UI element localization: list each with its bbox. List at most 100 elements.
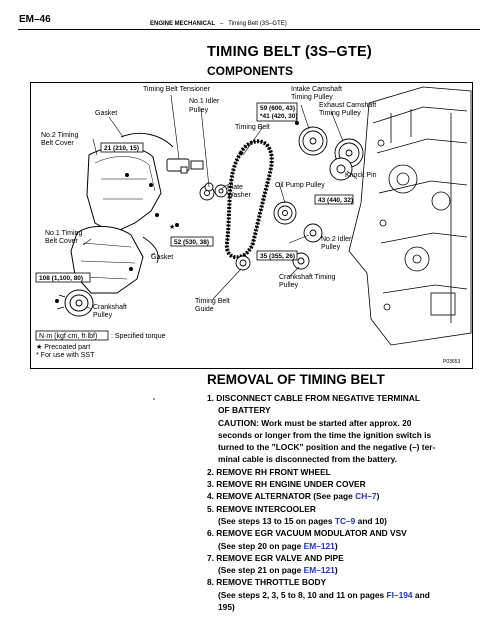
step-8-ref-text: (See steps 2, 3, 5 to 8, 10 and 11 on pa…	[218, 589, 387, 600]
components-figure: Timing Belt Tensioner Gasket No.1 Idler …	[30, 82, 473, 369]
step-5-ref-end: and 10)	[355, 515, 387, 526]
timing-belt-guide	[235, 255, 251, 271]
label-no2-cover-line1: No.2 Timing	[41, 132, 78, 139]
label-no2-cover-line2: Belt Cover	[41, 140, 74, 147]
link-tc-9[interactable]: TC–9	[334, 515, 356, 526]
legend-specified-torque: : Specified torque	[111, 333, 166, 340]
label-crank-timing-line2: Pulley	[279, 282, 299, 289]
label-plate-washer-line1: Plate	[227, 184, 243, 191]
torque-box-crankshaft: 108 (1,100, 80)	[35, 272, 91, 283]
caution-line-2: seconds or longer from the time the igni…	[218, 429, 432, 440]
step-8: 8. REMOVE THROTTLE BODY	[207, 577, 327, 588]
label-plate-washer-line2: Washer	[227, 192, 252, 199]
step-2: 2. REMOVE RH FRONT WHEEL	[207, 466, 331, 477]
step-7-ref-end: )	[334, 565, 338, 576]
caution-line-3: turned to the ”LOCK” position and the ne…	[218, 442, 436, 453]
step-1: 1. DISCONNECT CABLE FROM NEGATIVE TERMIN…	[207, 393, 420, 403]
step-8-ref-cont: 195)	[218, 602, 235, 613]
components-heading: COMPONENTS	[207, 64, 294, 78]
legend-precoated: ★ Precoated part	[36, 343, 90, 351]
label-no2-idler-line1: No.2 Idler	[321, 236, 352, 243]
figure-code: P03653	[443, 359, 460, 365]
step-6-ref: (See step 20 on page EM–121)	[207, 540, 482, 552]
label-no1-cover-line2: Belt Cover	[45, 238, 78, 245]
step-7-ref: (See step 21 on page EM–121)	[207, 564, 482, 576]
page-number: EM–46	[19, 14, 51, 25]
section-name: ENGINE MECHANICAL	[150, 21, 216, 27]
scan-speck	[153, 398, 155, 400]
label-no2-idler-line2: Pulley	[321, 244, 341, 251]
intake-camshaft-pulley	[298, 126, 328, 156]
label-no1-idler-line2: Pulley	[189, 107, 209, 114]
step-7-ref-text: (See step 21 on page	[218, 565, 304, 576]
torque-box-camshaft: 59 (600, 43) *41 (420, 30)	[256, 102, 298, 122]
label-timing-belt-tensioner: Timing Belt Tensioner	[143, 86, 211, 93]
exploded-view-drawing: Timing Belt Tensioner Gasket No.1 Idler …	[35, 86, 472, 365]
label-timing-belt: Timing Belt	[235, 124, 270, 131]
torque-box-no1-idler: 52 (530, 38)	[170, 236, 214, 247]
link-em-121-a[interactable]: EM–121	[303, 540, 335, 551]
step-5-ref-text: (See steps 13 to 15 on pages	[218, 515, 335, 526]
engine-block	[348, 86, 472, 346]
leader-lines	[82, 94, 358, 310]
step-1-cont: OF BATTERY	[218, 405, 271, 416]
step-4-text: 4. REMOVE ALTERNATOR (See page	[207, 491, 356, 502]
torque-camshaft-a: 59 (600, 43)	[260, 105, 295, 112]
step-7: 7. REMOVE EGR VALVE AND PIPE	[207, 552, 344, 563]
torque-oil-pump: 43 (440, 32)	[318, 197, 353, 204]
label-intake-cam-line1: Intake Camshaft	[291, 86, 342, 93]
step-5-ref: (See steps 13 to 15 on pages TC–9 and 10…	[207, 515, 482, 527]
link-fi-194[interactable]: FI–194	[386, 589, 413, 600]
torque-no1-idler: 52 (530, 38)	[174, 239, 209, 246]
label-guide-line1: Timing Belt	[195, 298, 230, 305]
caution-line-4: minal cable is disconnected from the bat…	[218, 454, 398, 465]
no2-timing-belt-cover	[86, 146, 162, 234]
precoated-star-mark: ★	[169, 223, 175, 231]
oil-pump-pulley	[273, 201, 297, 225]
label-exhaust-cam-line1: Exhaust Camshaft	[319, 102, 376, 109]
legend-torque-units: N·m (kgf·cm, ft·lbf)	[39, 333, 97, 340]
cam-pulley-2	[329, 157, 353, 181]
label-oil-pump-pulley: Oil Pump Pulley	[275, 182, 325, 189]
label-intake-cam-line2: Timing Pulley	[291, 94, 333, 101]
figure-legend: N·m (kgf·cm, ft·lbf) : Specified torque …	[35, 330, 166, 359]
step-8-ref: (See steps 2, 3, 5 to 8, 10 and 11 on pa…	[207, 589, 482, 601]
torque-no2-idler: 35 (355, 26)	[260, 253, 295, 260]
no2-idler-pulley	[303, 223, 323, 243]
running-header: ENGINE MECHANICAL – Timing Belt (3S–GTE)	[150, 21, 287, 27]
label-gasket-top: Gasket	[95, 110, 117, 117]
step-6: 6. REMOVE EGR VACUUM MODULATOR AND VSV	[207, 528, 407, 539]
no1-idler-pulley	[199, 184, 228, 201]
label-guide-line2: Guide	[195, 306, 214, 313]
link-em-121-b[interactable]: EM–121	[303, 565, 335, 576]
gasket-top	[120, 133, 174, 148]
label-gasket-bottom: Gasket	[151, 254, 173, 261]
torque-camshaft-b: *41 (420, 30)	[260, 113, 298, 120]
label-no1-cover-line1: No.1 Timing	[45, 230, 82, 237]
label-exhaust-cam-line2: Timing Pulley	[319, 110, 361, 117]
label-no1-idler-line1: No.1 Idler	[189, 98, 220, 105]
timing-belt-tensioner	[166, 158, 204, 174]
caution-line-1: CAUTION: Work must be started after appr…	[218, 417, 412, 428]
timing-belt	[224, 139, 274, 260]
step-3: 3. REMOVE RH ENGINE UNDER COVER	[207, 479, 366, 490]
torque-cover: 21 (210, 15)	[104, 145, 139, 152]
step-6-ref-end: )	[334, 540, 338, 551]
label-crank-timing-line1: Crankshaft Timing	[279, 274, 336, 281]
step-6-ref-text: (See step 20 on page	[218, 540, 304, 551]
link-ch-7[interactable]: CH–7	[355, 491, 377, 502]
removal-heading: REMOVAL OF TIMING BELT	[207, 372, 385, 387]
step-5: 5. REMOVE INTERCOOLER	[207, 503, 316, 514]
gasket-bottom	[142, 236, 159, 264]
torque-box-no2-idler: 35 (355, 26)	[256, 250, 298, 261]
header-rule	[18, 29, 480, 30]
step-4-end: )	[376, 491, 380, 502]
removal-steps: 1. DISCONNECT CABLE FROM NEGATIVE TERMIN…	[207, 392, 482, 613]
torque-crankshaft: 108 (1,100, 80)	[39, 275, 83, 282]
legend-sst: * For use with SST	[36, 352, 95, 359]
step-4: 4. REMOVE ALTERNATOR (See page CH–7)	[207, 490, 482, 502]
crankshaft-pulley	[56, 289, 94, 317]
subsection-name: Timing Belt (3S–GTE)	[228, 21, 287, 27]
page-title: TIMING BELT (3S–GTE)	[207, 44, 372, 60]
torque-box-cover: 21 (210, 15)	[100, 142, 144, 153]
